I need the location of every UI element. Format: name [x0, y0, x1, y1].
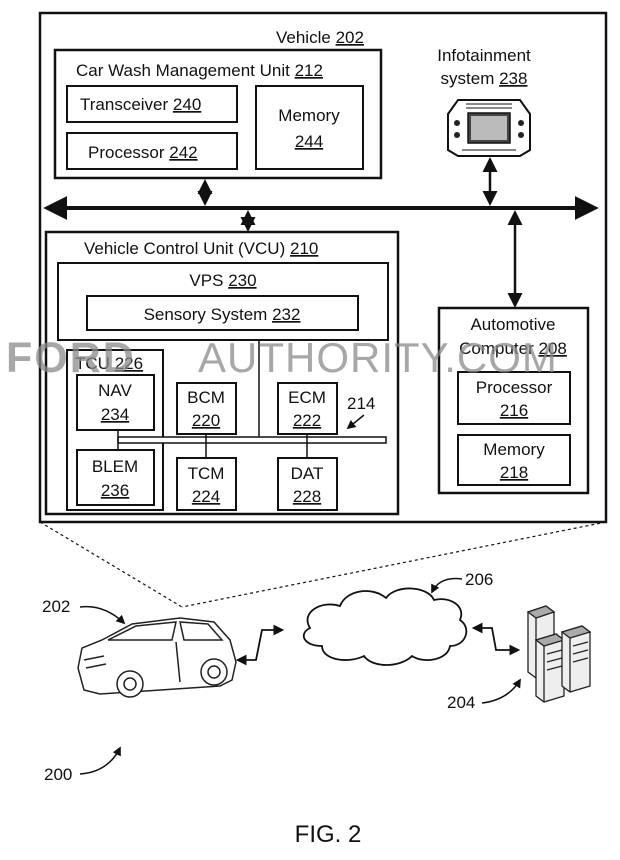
server-ref-label: 204 [447, 693, 475, 712]
transceiver-box [66, 85, 238, 123]
tcm-label: TCM [188, 464, 225, 483]
processor-ac-box [457, 371, 571, 425]
tcu-label: TCU 226 [75, 354, 143, 373]
watermark-left: FORD [6, 334, 136, 382]
vps-label: VPS 230 [189, 271, 256, 290]
ecm-label: ECM [288, 388, 326, 407]
memory-cw-label: Memory [278, 106, 340, 125]
dat-label: DAT [291, 464, 324, 483]
callout-line-right [181, 521, 607, 608]
system-ref-label: 200 [44, 765, 72, 784]
memory-cw-box [255, 85, 364, 170]
cwmu-label: Car Wash Management Unit 212 [76, 61, 323, 80]
cloud-ref-arrow [431, 577, 463, 594]
car-ref-label: 202 [42, 597, 70, 616]
auto-computer-label-1: Automotive [470, 315, 555, 334]
blem-label: BLEM [92, 457, 138, 476]
processor-ac-label: Processor [476, 378, 553, 397]
system-ref-arrow [79, 746, 121, 775]
watermark-right: AUTHORITY.COM [198, 334, 558, 381]
car-cloud-link [235, 624, 285, 666]
bcm-label: BCM [187, 388, 225, 407]
infotainment-label-2: system 238 [441, 69, 528, 88]
processor-ac-num: 216 [500, 401, 528, 420]
memory-ac-box [457, 434, 571, 486]
bus-ref-label: 214 [347, 394, 375, 413]
blem-box [76, 449, 155, 506]
processor-cw-label: Processor 242 [88, 143, 198, 162]
figure-caption: FIG. 2 [295, 821, 362, 848]
internal-bus [117, 436, 387, 444]
ecm-num: 222 [293, 411, 321, 430]
callout-line-left [39, 521, 183, 608]
bcm-box [176, 382, 237, 435]
sensory-system-label: Sensory System 232 [144, 305, 301, 324]
bus-ref-arrow [346, 414, 365, 430]
car-icon [77, 617, 237, 698]
servers-icon [526, 605, 592, 703]
nav-label: NAV [98, 381, 132, 400]
auto-computer-label-2: Computer 208 [459, 339, 567, 358]
ecm-box [277, 382, 338, 435]
car-ref-arrow [79, 605, 126, 625]
nav-num: 234 [101, 405, 129, 424]
memory-cw-num: 244 [295, 132, 323, 151]
memory-ac-label: Memory [483, 440, 545, 459]
infotainment-label-1: Infotainment [437, 46, 531, 65]
cloud-ref-label: 206 [465, 570, 493, 589]
memory-ac-num: 218 [500, 463, 528, 482]
tcm-num: 224 [192, 487, 220, 506]
processor-cw-box [66, 132, 238, 170]
vcu-label: Vehicle Control Unit (VCU) 210 [84, 239, 318, 258]
sensory-system-box [86, 295, 359, 331]
transceiver-label: Transceiver 240 [80, 95, 201, 114]
dat-num: 228 [293, 487, 321, 506]
blem-num: 236 [101, 481, 129, 500]
vehicle-label: Vehicle 202 [276, 28, 364, 47]
tcm-box [176, 457, 237, 511]
server-ref-arrow [481, 678, 521, 704]
nav-box [76, 374, 155, 431]
network-cloud-icon [302, 587, 468, 666]
infotainment-device-icon [447, 99, 531, 157]
cloud-server-link [471, 622, 521, 656]
bcm-num: 220 [192, 411, 220, 430]
